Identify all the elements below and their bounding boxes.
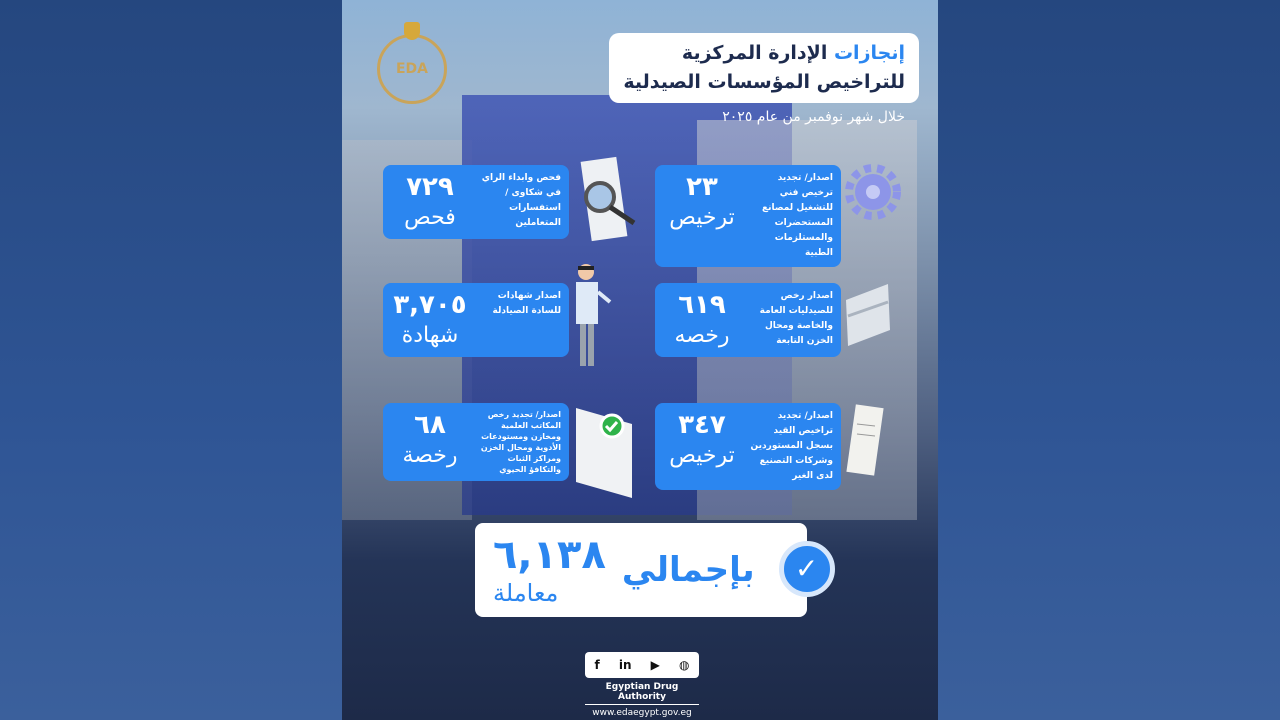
card-number: ٦١٩	[678, 290, 726, 320]
stat-card: اصدار شهادات للسادة الصيادلة ٣,٧٠٥ شهادة	[383, 283, 569, 357]
title-highlight: إنجازات	[833, 42, 905, 64]
title-line2: للتراخيص المؤسسات الصيدلية	[623, 71, 905, 93]
logo-text: EDA	[395, 61, 429, 77]
card-description: اصدار/ تجديد تراخيص القيد بسجل المستوردي…	[750, 411, 833, 481]
card-figure: ٦١٩ رخصه	[663, 289, 741, 351]
card-number: ٢٣	[686, 172, 718, 202]
linkedin-icon[interactable]: in	[618, 658, 632, 672]
stat-card: فحص وابداء الراي في شكاوى / استفسارات ال…	[383, 165, 569, 239]
card-description: اصدار/ تجديد رخص المكاتب العلمية ومخازن …	[480, 410, 561, 474]
card-unit: شهادة	[401, 323, 459, 348]
eda-logo: EDA	[376, 22, 448, 132]
card-number: ٧٢٩	[406, 172, 454, 202]
card-description: اصدار/ تجديد ترخيص فني للتشغيل لمصانع ال…	[762, 173, 833, 258]
card-description: اصدار شهادات للسادة الصيادلة	[492, 291, 562, 316]
card-description: فحص وابداء الراي في شكاوى / استفسارات ال…	[481, 173, 561, 228]
approved-document-icon	[576, 408, 632, 498]
card-figure: ٣,٧٠٥ شهادة	[391, 289, 469, 351]
card-figure: ٦٨ رخصة	[391, 409, 469, 475]
stat-card: اصدار/ تجديد ترخيص فني للتشغيل لمصانع ال…	[655, 165, 841, 267]
facebook-icon[interactable]: f	[594, 658, 600, 672]
header: إنجازات الإدارة المركزية للتراخيص المؤسس…	[609, 33, 919, 125]
card-number: ٣,٧٠٥	[393, 290, 467, 320]
stat-card: اصدار رخص للصيدليات العامة والخاصة ومحال…	[655, 283, 841, 357]
card-number: ٦٨	[414, 410, 446, 440]
card-unit: ترخيص	[669, 205, 735, 230]
youtube-icon[interactable]: ▶	[650, 658, 660, 672]
title-rest: الإدارة المركزية	[681, 42, 834, 64]
infographic: EDA إنجازات الإدارة المركزية للتراخيص ال…	[342, 0, 938, 720]
total-unit: معاملة	[493, 579, 559, 607]
total-box: ✓ بإجمالي ٦,١٣٨ معاملة	[475, 523, 835, 617]
card-unit: رخصة	[402, 443, 458, 468]
website-url[interactable]: www.edaegypt.gov.eg	[592, 708, 692, 718]
card-number: ٣٤٧	[678, 410, 726, 440]
stat-card: اصدار/ تجديد رخص المكاتب العلمية ومخازن …	[383, 403, 569, 481]
magnifier-document-icon	[580, 156, 636, 242]
subtitle: خلال شهر نوفمبر من عام ٢٠٢٥	[722, 109, 905, 125]
card-description: اصدار رخص للصيدليات العامة والخاصة ومحال…	[759, 291, 833, 346]
card-figure: ٣٤٧ ترخيص	[663, 409, 741, 484]
total-number: ٦,١٣٨	[493, 532, 606, 578]
card-unit: فحص	[404, 205, 456, 230]
title-line1: إنجازات الإدارة المركزية	[623, 39, 905, 68]
document-icon	[846, 404, 884, 476]
shelves-icon	[846, 284, 890, 346]
total-figure: ٦,١٣٨ معاملة	[493, 532, 606, 608]
stat-card: اصدار/ تجديد تراخيص القيد بسجل المستوردي…	[655, 403, 841, 490]
footer: f in ▶ ◍ Egyptian Drug Authority www.eda…	[585, 652, 699, 718]
brand-name: Egyptian Drug Authority	[585, 682, 699, 705]
card-figure: ٢٣ ترخيص	[663, 171, 741, 261]
right-background	[938, 0, 1280, 720]
check-circle-icon: ✓	[778, 541, 835, 597]
logo-ring: EDA	[377, 34, 447, 104]
gear-icon	[845, 164, 901, 220]
card-unit: رخصه	[674, 323, 730, 348]
eagle-emblem-icon	[404, 22, 420, 40]
title-box: إنجازات الإدارة المركزية للتراخيص المؤسس…	[609, 33, 919, 103]
pharmacist-icon	[576, 264, 612, 366]
globe-icon[interactable]: ◍	[678, 658, 690, 672]
card-unit: ترخيص	[669, 443, 735, 468]
social-links: f in ▶ ◍	[585, 652, 699, 678]
card-figure: ٧٢٩ فحص	[391, 171, 469, 233]
left-background	[0, 0, 342, 720]
total-label: بإجمالي	[621, 550, 755, 590]
